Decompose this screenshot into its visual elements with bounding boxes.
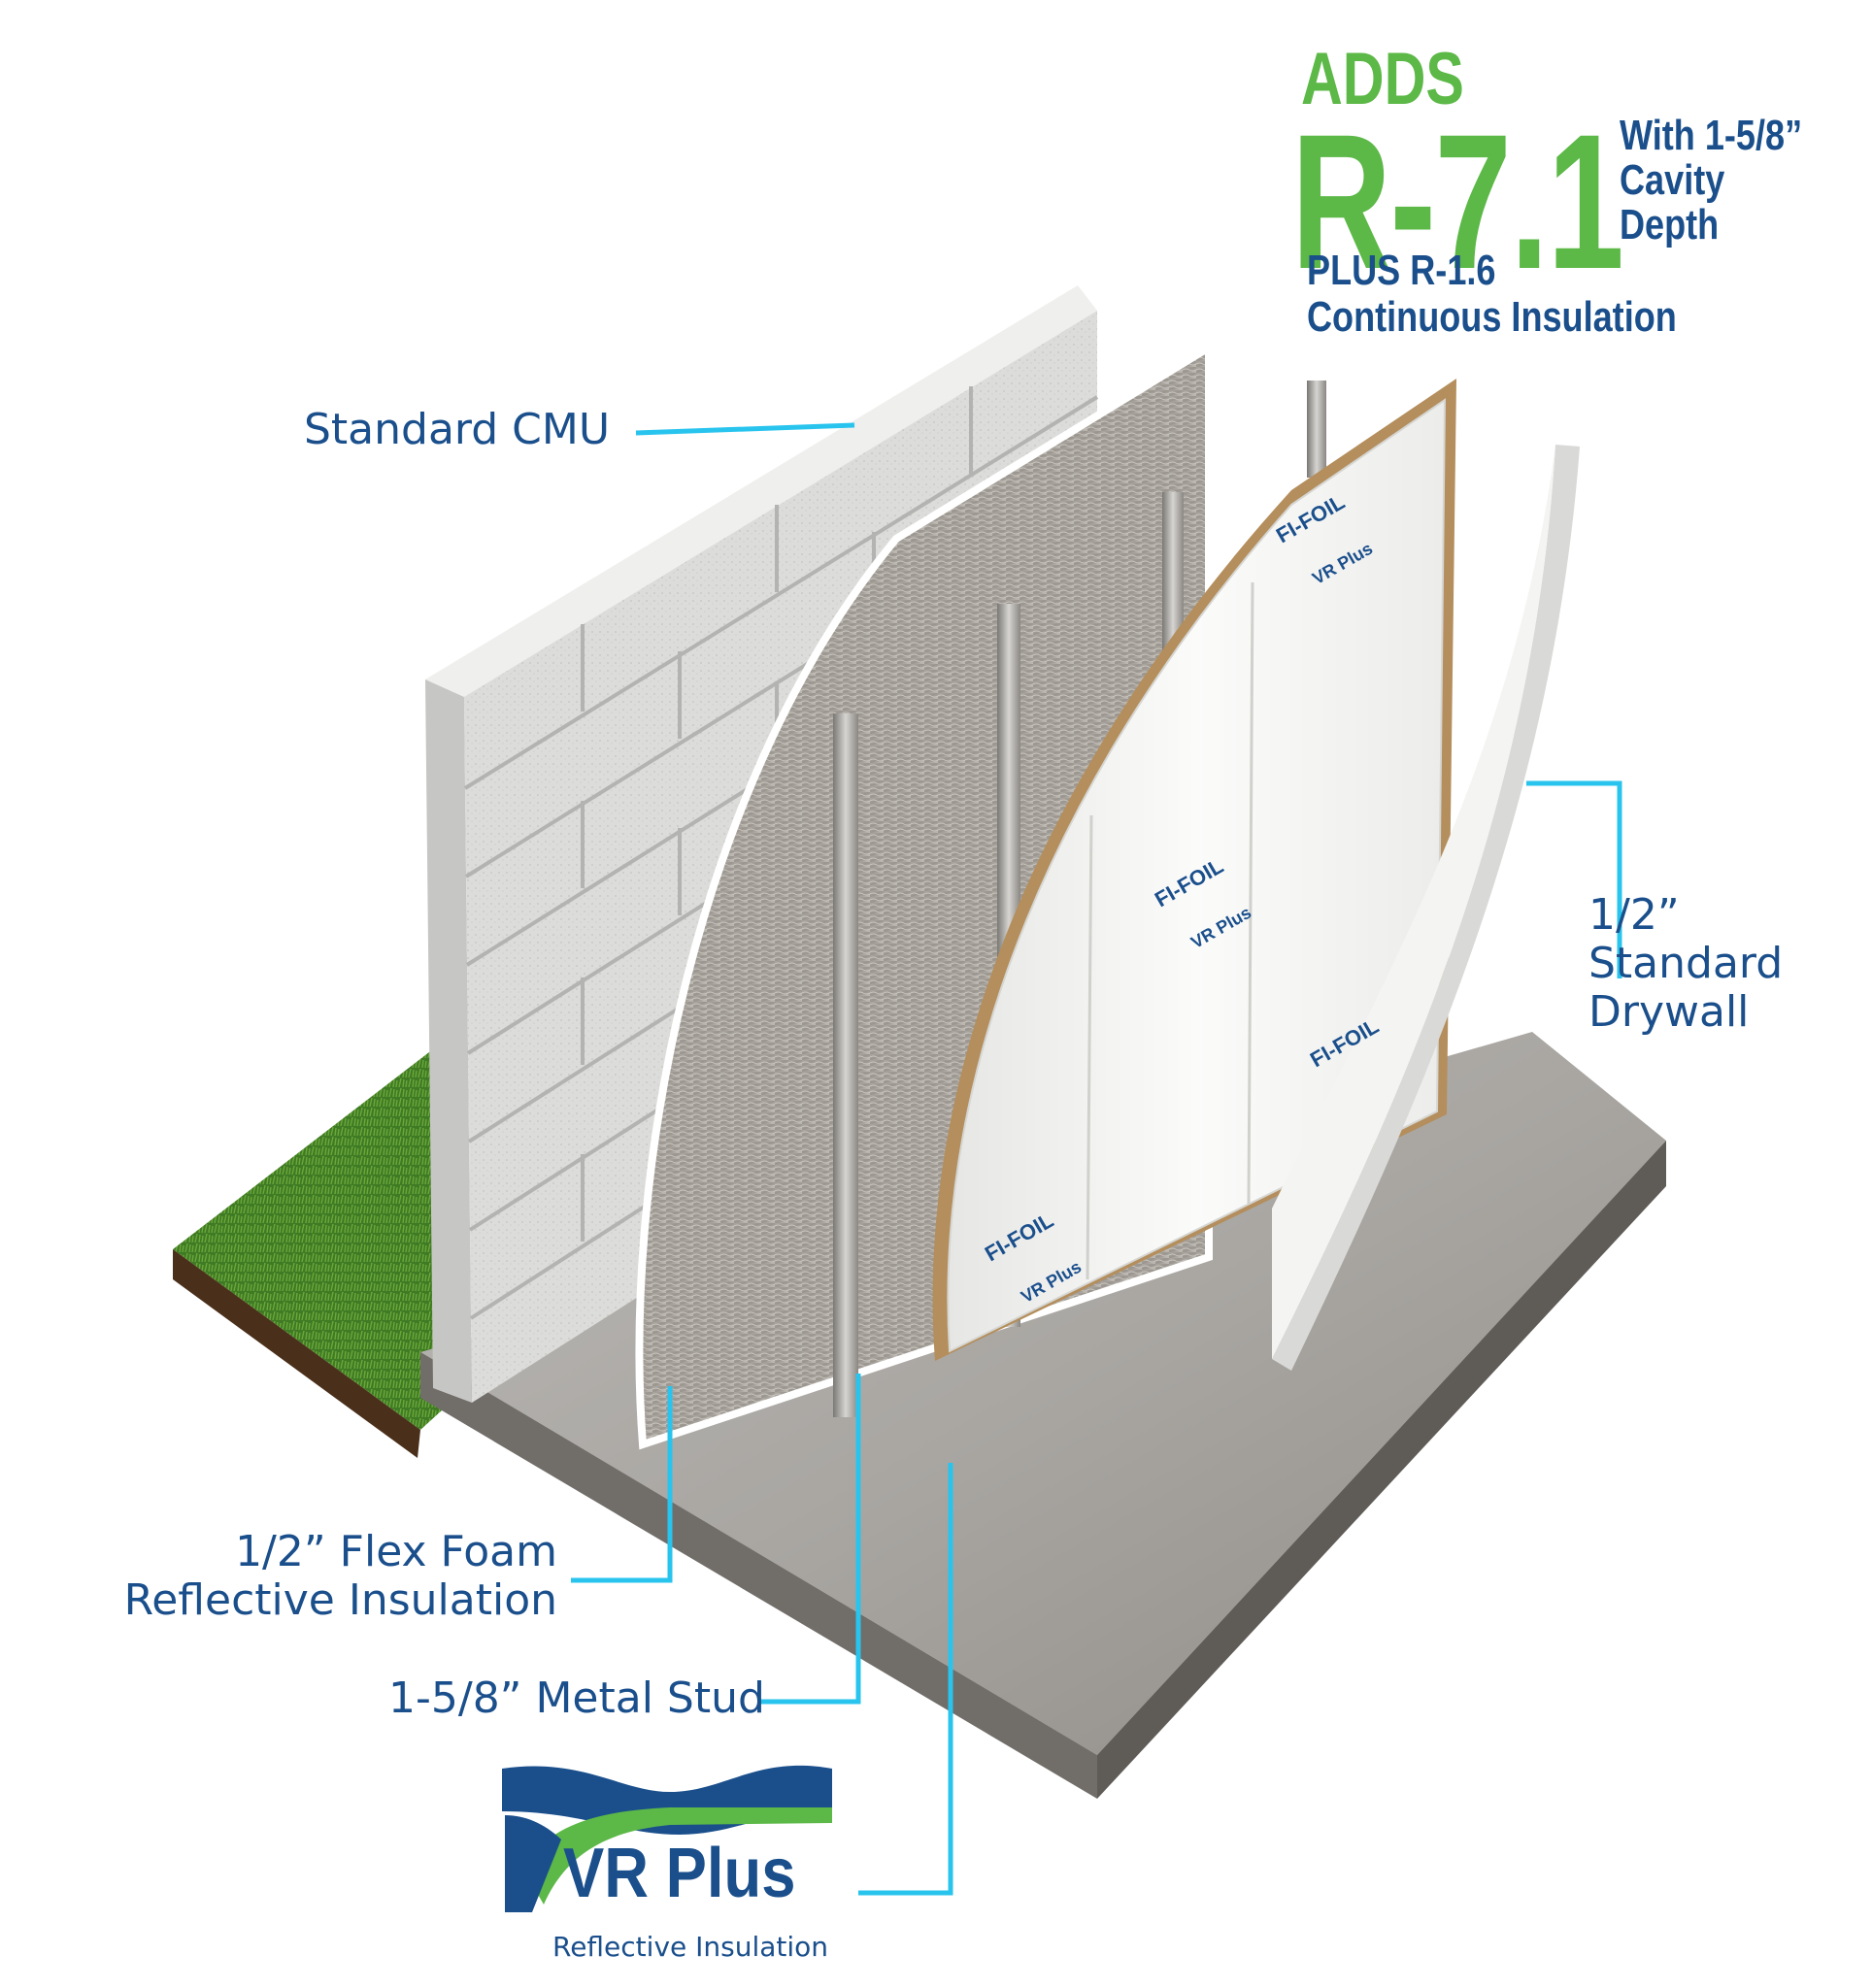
plus-line-2: Continuous Insulation [1307,293,1677,341]
cavity-line-1: With 1-5/8” [1620,112,1803,159]
callout-lines [571,422,1622,1896]
flex-foam-line-2: Reflective Insulation [123,1575,557,1625]
logo-name: VR Plus [563,1835,796,1912]
drywall-line-3: Drywall [1588,987,1750,1037]
callout-cmu [635,422,855,436]
cavity-line-3: Depth [1620,201,1720,248]
drywall-line-2: Standard [1588,939,1784,988]
plus-line-1: PLUS R-1.6 [1307,247,1496,294]
metal-stud-4 [1307,381,1326,478]
callout-metal-stud [759,1374,861,1705]
callout-drywall [1526,780,1622,978]
drywall-panel [1272,445,1580,1371]
label-metal-stud: 1-5/8” Metal Stud [388,1673,765,1723]
label-standard-cmu: Standard CMU [304,405,611,454]
grass-patch [173,1036,464,1458]
adds-label: ADDS [1301,38,1464,120]
callout-vr-plus [858,1463,953,1896]
cavity-line-2: Cavity [1620,156,1725,204]
vr-plus-logo-mark [502,1765,832,1912]
flex-foam-line-1: 1/2” Flex Foam [235,1527,557,1576]
callout-flex-foam [571,1386,673,1583]
drywall-line-1: 1/2” [1588,890,1680,940]
r-value-headline: R-7.1 [1291,94,1624,309]
logo-tagline: Reflective Insulation [552,1931,829,1963]
metal-stud-1 [833,713,858,1417]
